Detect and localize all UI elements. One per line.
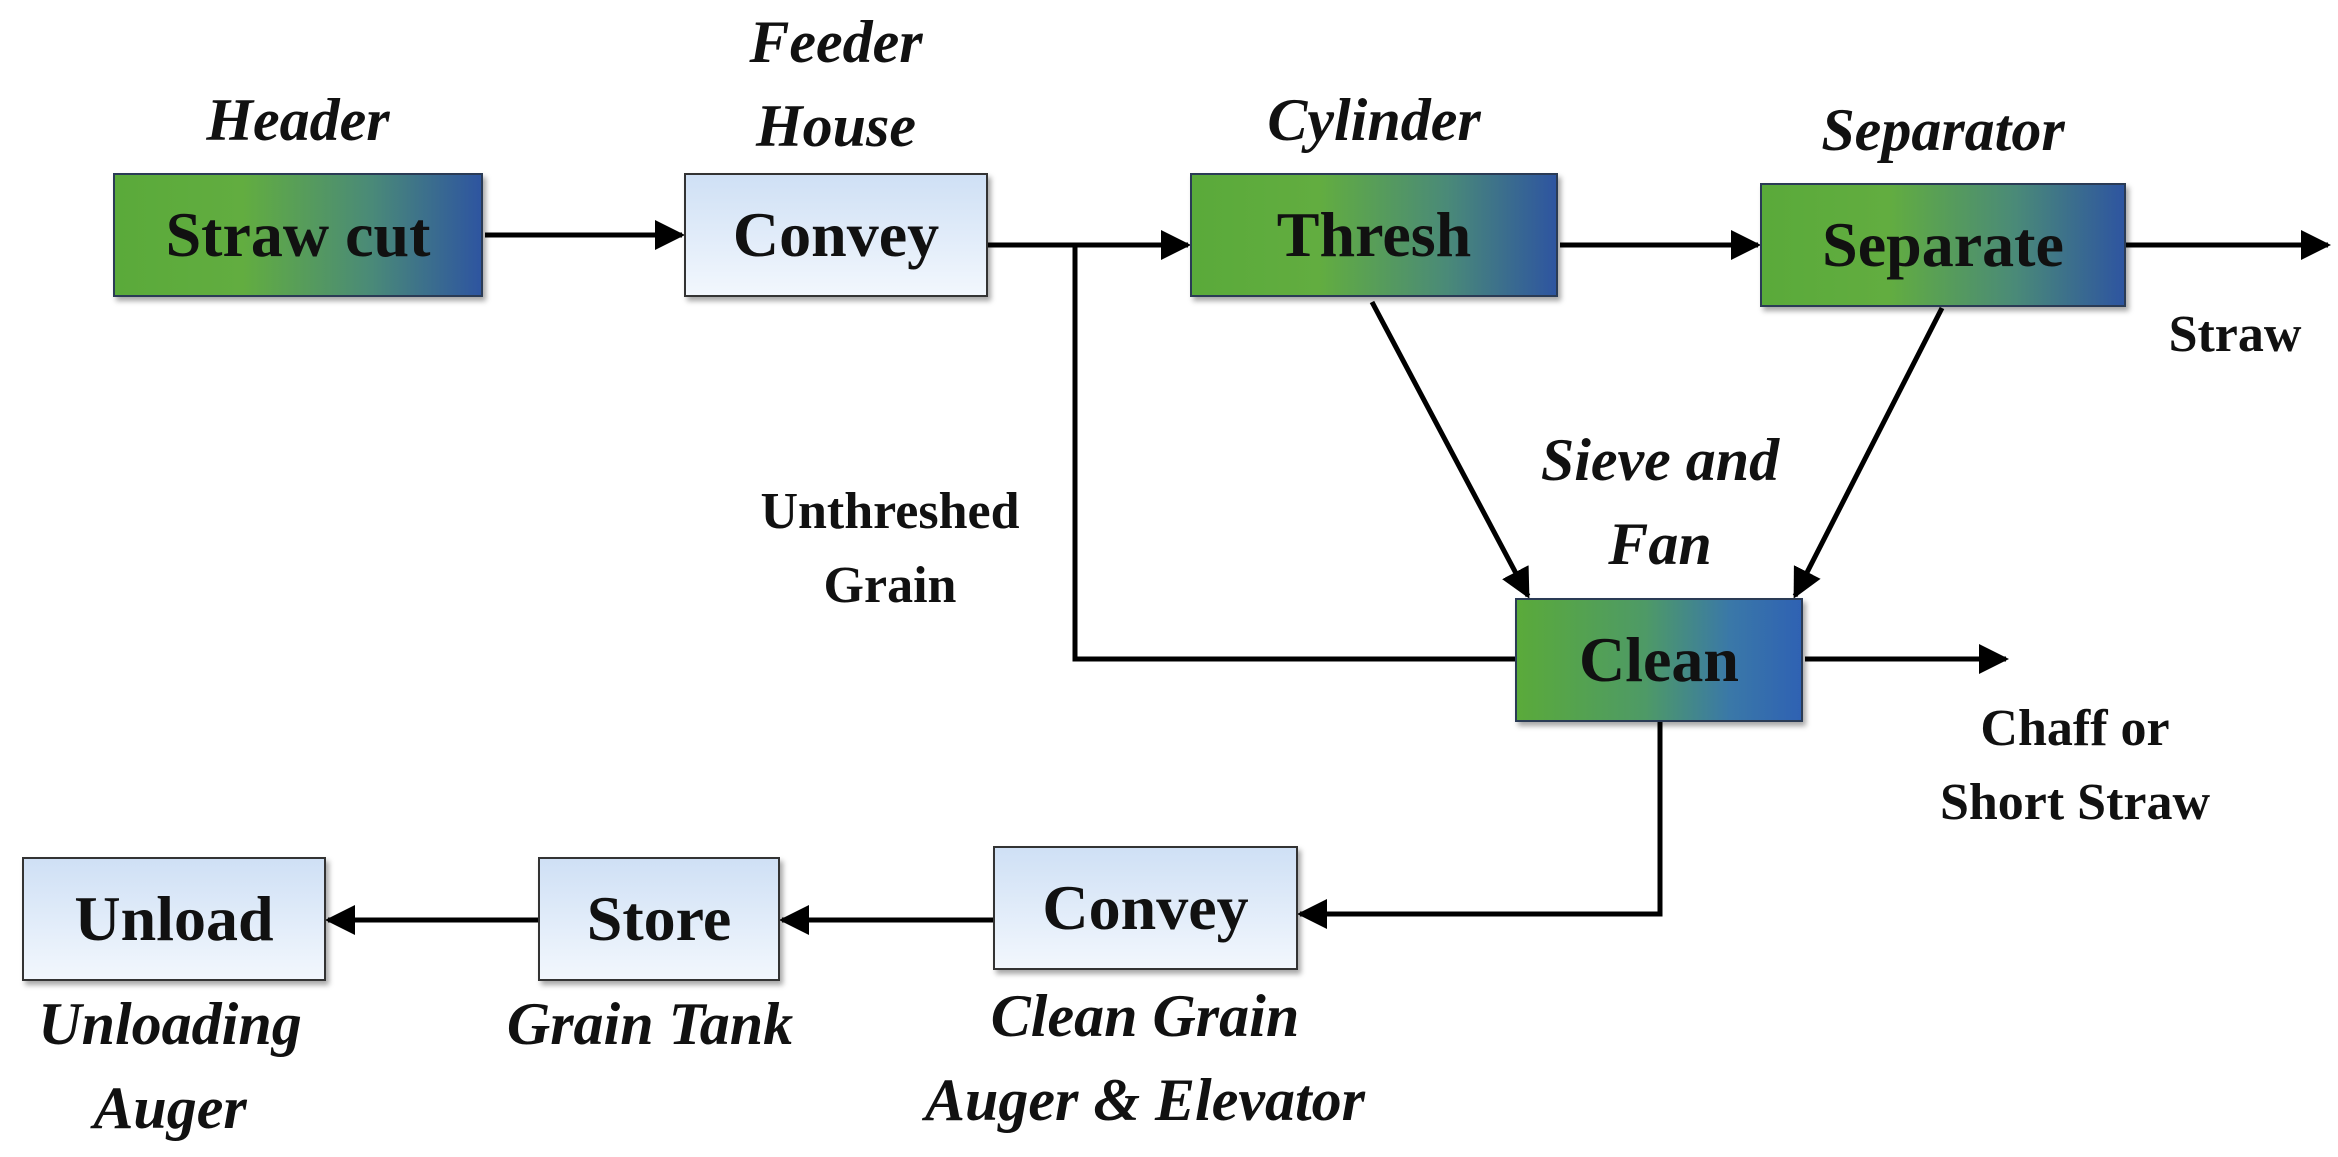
- unthreshed-grain-return-line: [1072, 245, 1515, 662]
- store-box: Store: [538, 857, 780, 981]
- convey-bottom-box: Convey: [993, 846, 1298, 970]
- straw-cut-box: Straw cut: [113, 173, 483, 297]
- store-label: Store: [586, 883, 732, 954]
- thresh-label: Thresh: [1276, 199, 1472, 270]
- arrow-thresh-to-clean: [1369, 300, 1531, 599]
- arrow-separate-to-clean: [1792, 306, 1945, 599]
- convey-bottom-label: Convey: [1042, 872, 1249, 943]
- unload-label: Unload: [74, 883, 274, 954]
- separator-label: Separator: [1821, 97, 2065, 163]
- header-label: Header: [206, 87, 390, 153]
- sieve-and-fan-label: Sieve and Fan: [1540, 427, 1780, 577]
- unloading-auger-label: Unloading Auger: [38, 991, 302, 1141]
- clean-label: Clean: [1579, 624, 1739, 695]
- separate-box: Separate: [1760, 183, 2126, 307]
- grain-tank-label: Grain Tank: [506, 991, 794, 1057]
- convey-top-label: Convey: [732, 199, 940, 270]
- clean-box: Clean: [1515, 598, 1803, 722]
- clean-grain-auger-label: Clean Grain Auger & Elevator: [924, 983, 1365, 1133]
- straw-output-label: Straw: [2168, 306, 2302, 363]
- unthreshed-grain-label: Unthreshed Grain: [760, 483, 1020, 614]
- arrow-clean-to-convey: [1297, 722, 1663, 929]
- straw-cut-label: Straw cut: [165, 199, 431, 270]
- chaff-output-label: Chaff or Short Straw: [1939, 700, 2211, 831]
- cylinder-label: Cylinder: [1267, 87, 1481, 153]
- feeder-house-label: Feeder House: [749, 9, 923, 159]
- separate-label: Separate: [1822, 209, 2064, 280]
- thresh-box: Thresh: [1190, 173, 1558, 297]
- unload-box: Unload: [22, 857, 326, 981]
- convey-top-box: Convey: [684, 173, 988, 297]
